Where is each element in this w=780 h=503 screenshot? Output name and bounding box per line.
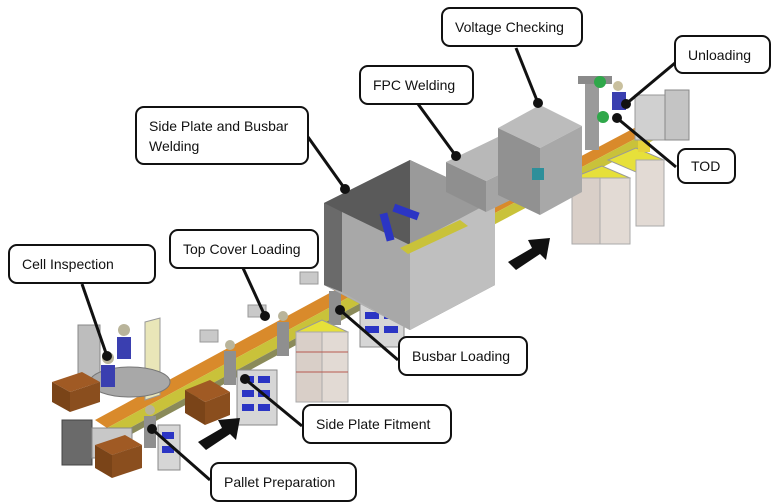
callout-cell-inspection: Cell Inspection [8,244,156,284]
flow-arrow-icon [198,418,240,450]
callout-unloading: Unloading [674,35,771,74]
leader-pallet-preparation [151,427,211,482]
bin-rack [157,424,181,471]
callout-side-plate-busbar-welding: Side Plate and Busbar Welding [135,106,309,165]
callout-label: FPC Welding [373,77,456,93]
cart [95,435,142,478]
callout-label: Voltage Checking [455,19,564,35]
callout-side-plate-fitment: Side Plate Fitment [302,404,452,444]
leader-side-plate-busbar-welding [306,136,347,190]
leader-cell-inspection [80,283,109,357]
cart [52,372,100,412]
cart [185,380,230,425]
leader-lines [80,47,677,482]
welding-robot [379,203,420,242]
callout-tod: TOD [677,148,736,184]
voltage-checking-enclosure [498,105,582,215]
leader-busbar-loading [339,308,399,362]
shelf-rack [606,147,666,227]
welding-enclosure [324,160,495,330]
callout-label: Unloading [688,46,752,63]
leader-voltage-checking [514,47,540,104]
callout-label: Side Plate and Busbar Welding [149,117,289,154]
leader-top-cover-loading [241,267,267,317]
unloading-cell [578,76,690,152]
callout-label: Top Cover Loading [183,241,301,257]
callout-label: Pallet Preparation [224,474,336,490]
leader-side-plate-fitment [244,377,303,428]
leader-unloading [625,61,676,106]
callout-fpc-welding: FPC Welding [359,65,474,105]
callout-top-cover-loading: Top Cover Loading [169,229,319,269]
leader-tod [616,116,677,169]
callout-label: Busbar Loading [412,348,511,364]
flow-arrow-icon [508,238,550,270]
callout-busbar-loading: Busbar Loading [398,336,528,376]
callout-voltage-checking: Voltage Checking [441,7,583,47]
operators [144,280,341,448]
callout-label: Side Plate Fitment [316,416,431,432]
leader-fpc-welding [416,103,458,157]
shelf-rack [294,319,350,403]
callout-pallet-preparation: Pallet Preparation [210,462,357,502]
callout-label: Cell Inspection [22,256,114,272]
callout-label: TOD [691,158,721,174]
